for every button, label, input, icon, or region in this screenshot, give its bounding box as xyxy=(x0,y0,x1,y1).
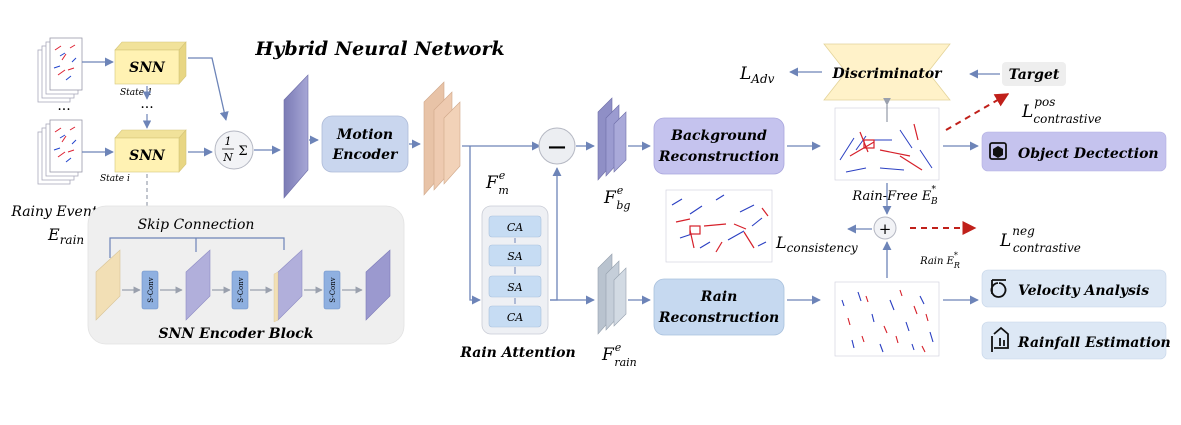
svg-text:1: 1 xyxy=(225,135,232,148)
svg-text:Object Dectection: Object Dectection xyxy=(1018,146,1159,162)
svg-text:Σ: Σ xyxy=(238,144,247,159)
motion-encoder-block: Motion Encoder xyxy=(321,115,409,173)
snn-block-i: SNN xyxy=(114,129,187,173)
consistency-loss-label: Lconsistency xyxy=(775,233,858,255)
rainy-event-stack-1 xyxy=(37,37,83,103)
svg-text:Reconstruction: Reconstruction xyxy=(658,310,779,326)
subtract-operator: — xyxy=(538,127,576,165)
target-block: Target xyxy=(1002,62,1066,86)
task-object-detection: Object Dectection xyxy=(981,131,1167,172)
background-reconstruction-block: Background Reconstruction xyxy=(653,117,785,175)
svg-text:Encoder: Encoder xyxy=(332,147,399,163)
state-1-label: State 1 xyxy=(120,88,153,98)
sconv-block-1 xyxy=(141,270,159,310)
rainy-events-label: Rainy Events xyxy=(10,204,104,220)
snn-block-1: SNN xyxy=(114,41,187,85)
svg-text:S-Conv: S-Conv xyxy=(147,277,155,302)
rain-output-label: Rain E*R xyxy=(919,251,960,270)
svg-text:Target: Target xyxy=(1009,67,1060,83)
svg-text:Velocity Analysis: Velocity Analysis xyxy=(1018,283,1149,299)
adv-loss-label: LAdv xyxy=(739,64,775,86)
svg-text:Motion: Motion xyxy=(336,127,393,143)
ca-block-2 xyxy=(488,305,542,328)
svg-text:Background: Background xyxy=(670,128,767,144)
task-velocity-analysis: Velocity Analysis xyxy=(981,269,1167,308)
svg-text:+: + xyxy=(879,220,892,238)
average-operator: 1 N Σ xyxy=(214,130,254,170)
svg-text:CA: CA xyxy=(507,221,523,234)
svg-text:Rain: Rain xyxy=(700,289,738,305)
rainy-event-stack-2 xyxy=(37,119,83,185)
snn-label-1: SNN xyxy=(129,60,166,76)
diagram-title: Hybrid Neural Network xyxy=(254,38,504,60)
svg-text:Discriminator: Discriminator xyxy=(831,66,943,82)
dots-snn: ... xyxy=(140,96,153,112)
rainfall-icon xyxy=(991,326,1009,352)
snn-label-i: SNN xyxy=(129,148,166,164)
sa-block-1 xyxy=(488,244,542,267)
encoder-slab-2 xyxy=(185,249,211,321)
snn-encoder-block-label: SNN Encoder Block xyxy=(159,326,314,342)
cube-icon xyxy=(989,142,1007,160)
rain-output-image xyxy=(834,281,940,357)
rain-feature-stack xyxy=(597,253,627,335)
sconv-block-2 xyxy=(231,270,249,310)
encoder-output-slab xyxy=(365,249,391,321)
rain-free-output-label: Rain-Free E*B xyxy=(851,185,938,207)
rain-attention-label: Rain Attention xyxy=(459,345,575,361)
encoder-input-slab xyxy=(95,249,121,321)
svg-text:Rainfall Estimation: Rainfall Estimation xyxy=(1017,335,1171,351)
velocity-icon xyxy=(990,279,1007,298)
svg-text:SA: SA xyxy=(507,250,523,263)
background-feature-stack xyxy=(597,97,627,181)
svg-text:S-Conv: S-Conv xyxy=(329,277,337,302)
discriminator-block: Discriminator xyxy=(823,43,951,101)
svg-text:S-Conv: S-Conv xyxy=(237,277,245,302)
svg-text:CA: CA xyxy=(507,311,523,324)
rain-reconstruction-block: Rain Reconstruction xyxy=(653,278,785,336)
dots-left: ... xyxy=(57,98,70,114)
svg-text:—: — xyxy=(548,136,566,157)
svg-text:N: N xyxy=(222,151,233,164)
skip-connection-label: Skip Connection xyxy=(138,217,255,233)
sum-operator: + xyxy=(873,216,897,240)
e-rain-label: Erain xyxy=(47,225,84,247)
rainy-event-image xyxy=(665,189,773,263)
rain-attention-module: CA SA SA CA xyxy=(481,205,549,335)
state-i-label: State i xyxy=(100,174,130,184)
motion-feature-stack xyxy=(423,81,461,196)
sa-block-2 xyxy=(488,275,542,298)
svg-text:SA: SA xyxy=(507,281,523,294)
svg-text:Reconstruction: Reconstruction xyxy=(658,149,779,165)
task-rainfall-estimation: Rainfall Estimation xyxy=(981,321,1171,360)
sconv-block-3 xyxy=(323,270,341,310)
ca-block-1 xyxy=(488,215,542,238)
feature-slab-purple xyxy=(283,74,309,199)
snn-encoder-block-panel: Skip Connection S-Conv S-Conv S-Conv SNN… xyxy=(87,205,405,345)
